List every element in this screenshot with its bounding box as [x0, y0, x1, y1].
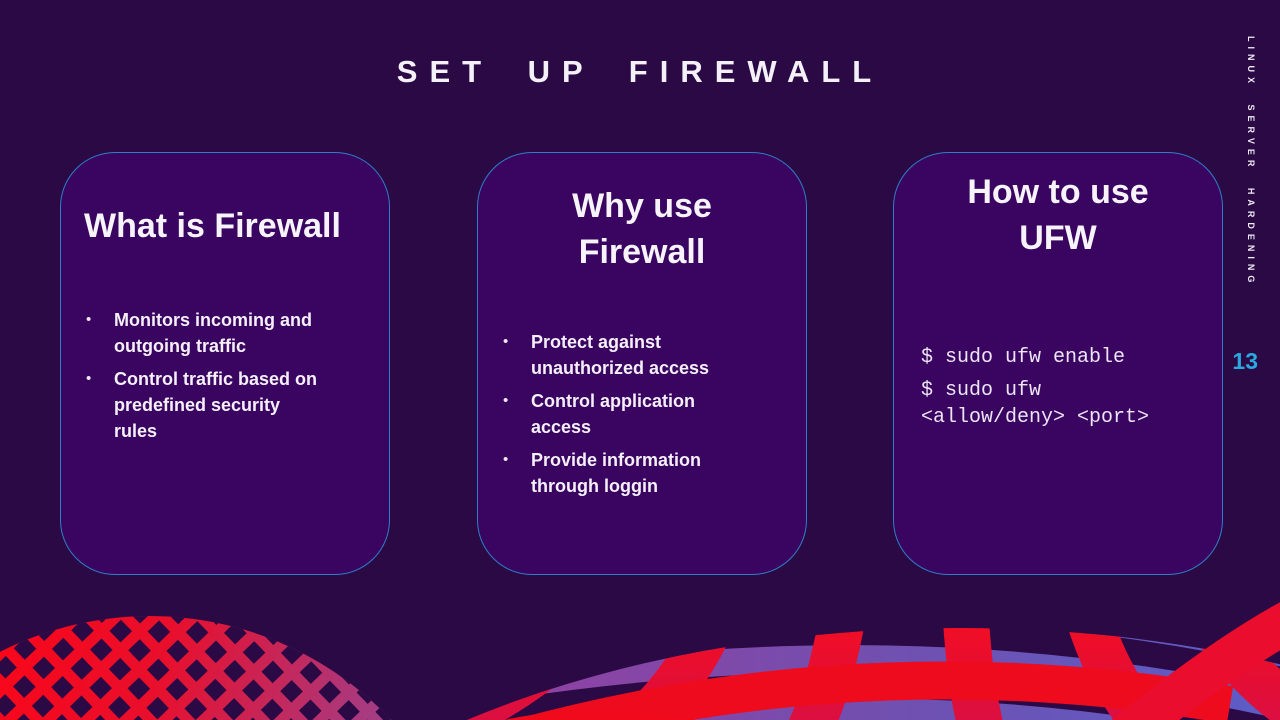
- bullet-item: • Provide information through loggin: [503, 447, 784, 499]
- slide-title: SET UP FIREWALL: [396, 54, 884, 89]
- bullet-text: Provide information through loggin: [531, 450, 702, 496]
- bullet-text: Control traffic based on predefined secu…: [114, 369, 318, 441]
- code-line: $ sudo ufw enable: [921, 346, 1126, 369]
- bullet-item: • Control application access: [503, 388, 784, 440]
- code-block: $ sudo ufw enable $ sudo ufw <allow/deny…: [894, 344, 1222, 431]
- bullet-dot: •: [86, 370, 92, 387]
- wave-mesh-decoration: [0, 602, 1280, 720]
- card-how-to-use-ufw: How to use UFW $ sudo ufw enable $ sudo …: [893, 152, 1223, 575]
- card-what-is-firewall: What is Firewall • Monitors incoming and…: [60, 152, 390, 575]
- bullet-item: • Monitors incoming and outgoing traffic: [86, 307, 367, 359]
- bullet-dot: •: [503, 392, 509, 409]
- card-heading: Why use Firewall: [572, 187, 712, 271]
- card-heading: What is Firewall: [84, 207, 341, 245]
- page-number: 13: [1232, 348, 1258, 374]
- bullet-item: • Control traffic based on predefined se…: [86, 366, 367, 444]
- bullet-text: Control application access: [531, 391, 695, 437]
- bullet-list: • Protect against unauthorized access • …: [478, 329, 806, 499]
- vertical-deck-label: LINUX SERVER HARDENING: [1246, 36, 1256, 288]
- bullet-dot: •: [503, 451, 509, 468]
- bullet-dot: •: [503, 333, 509, 350]
- card-why-use-firewall: Why use Firewall • Protect against unaut…: [477, 152, 807, 575]
- bullet-item: • Protect against unauthorized access: [503, 329, 784, 381]
- card-heading: How to use UFW: [967, 173, 1149, 257]
- bullet-text: Monitors incoming and outgoing traffic: [114, 310, 312, 356]
- bullet-dot: •: [86, 311, 92, 328]
- bullet-text: Protect against unauthorized access: [531, 332, 710, 378]
- code-line: $ sudo ufw <allow/deny> <port>: [921, 379, 1150, 429]
- left-mesh-dome: [0, 616, 392, 720]
- bullet-list: • Monitors incoming and outgoing traffic…: [61, 307, 389, 444]
